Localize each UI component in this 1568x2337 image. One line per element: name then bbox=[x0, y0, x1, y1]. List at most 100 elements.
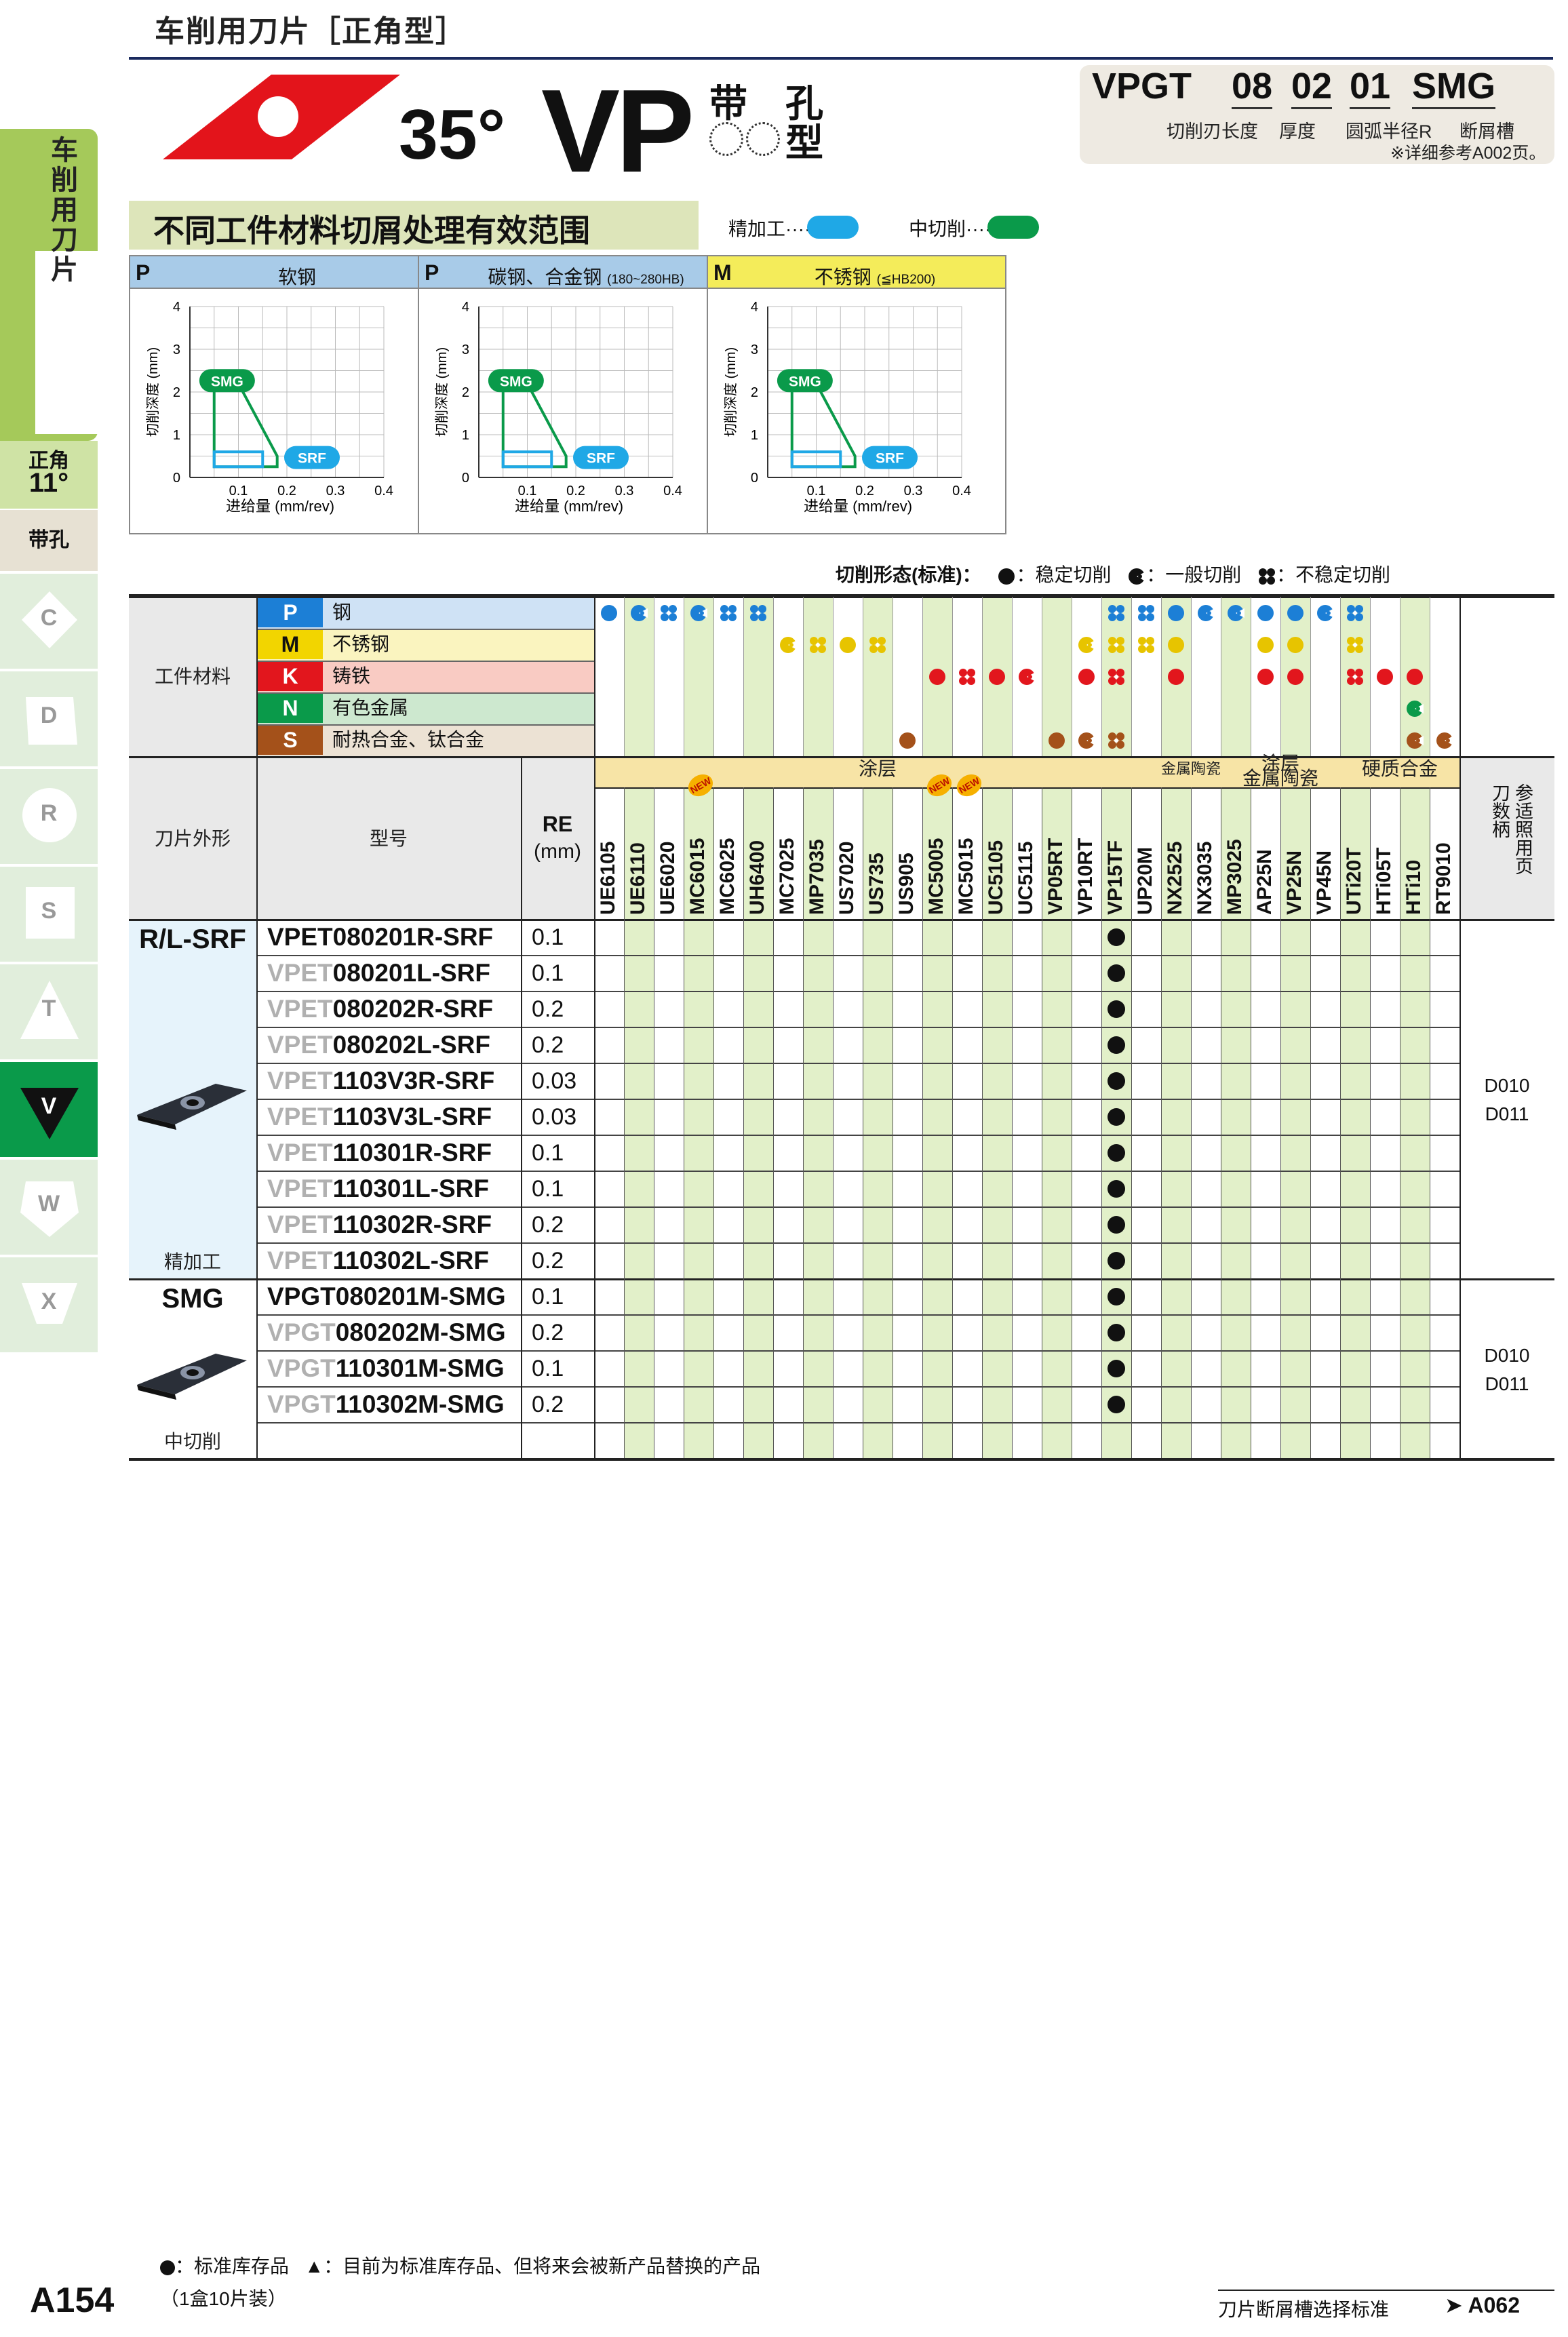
chart-x-tick-label: 0.1 bbox=[518, 484, 537, 498]
grade-suitability-k-hti05t bbox=[1375, 667, 1394, 686]
model-number[interactable]: VPET110301L-SRF bbox=[267, 1175, 489, 1203]
material-letter-s: S bbox=[258, 725, 323, 755]
grade-suitability-m-vp25n bbox=[1286, 635, 1305, 654]
grade-label-ue6105: UE6105 bbox=[597, 841, 619, 915]
reference-page-link[interactable]: D010 bbox=[1484, 1075, 1530, 1096]
grade-label-mc6025: MC6025 bbox=[716, 838, 739, 915]
grade-suitability-p-uti20t bbox=[1346, 604, 1365, 623]
chart-title-main: 软钢 bbox=[277, 267, 316, 288]
chart-title-main: 不锈钢 bbox=[814, 267, 871, 288]
model-number[interactable]: VPGT080201M-SMG bbox=[267, 1282, 506, 1311]
model-prefix: VPET bbox=[267, 1175, 333, 1202]
model-prefix: VPET bbox=[267, 1139, 333, 1166]
table-rule bbox=[1370, 597, 1371, 756]
sidebar-tab-t[interactable]: T bbox=[0, 964, 98, 1062]
sidebar-tab-label: T bbox=[41, 996, 56, 1021]
table-rule bbox=[952, 787, 953, 1458]
grade-suitability-p-vp15tf bbox=[1107, 604, 1126, 623]
table-rule bbox=[1340, 597, 1341, 756]
stock-dot-icon bbox=[1108, 928, 1125, 946]
sidebar-tab-c[interactable]: C bbox=[0, 574, 98, 671]
hero-kanji-with: 带 bbox=[709, 82, 747, 125]
footer-ref-link[interactable]: ➤ A062 bbox=[1445, 2292, 1520, 2318]
unstable-cut-icon bbox=[750, 605, 766, 621]
model-number[interactable]: VPET1103V3L-SRF bbox=[267, 1103, 492, 1131]
chart-x-tick-label: 0.2 bbox=[277, 484, 296, 498]
hero-dotted-circle-icon bbox=[746, 122, 780, 156]
insert-shape-c-icon bbox=[22, 591, 77, 648]
reference-page-link[interactable]: D010 bbox=[1484, 1344, 1530, 1366]
chart-series-label-srf: SRF bbox=[876, 451, 904, 467]
sidebar-tab-r[interactable]: R bbox=[0, 769, 98, 867]
model-number[interactable]: VPGT110301M-SMG bbox=[267, 1354, 505, 1383]
model-number[interactable]: VPET110301R-SRF bbox=[267, 1139, 492, 1167]
grade-label-nx3035: NX3035 bbox=[1194, 841, 1216, 915]
model-number[interactable]: VPET1103V3R-SRF bbox=[267, 1067, 494, 1095]
chart-x-axis-label: 进给量 (mm/rev) bbox=[226, 498, 334, 515]
unstable-cut-icon bbox=[1138, 605, 1154, 621]
sidebar-tab-s[interactable]: S bbox=[0, 867, 98, 964]
grade-label-us735: US735 bbox=[865, 852, 888, 915]
stable-cut-dot-icon bbox=[1287, 637, 1304, 653]
footer-legend: ：标准库存品 ▲：目前为标准库存品、但将来会被新产品替换的产品 bbox=[160, 2252, 760, 2279]
grade-suitability-m-ap25n bbox=[1256, 635, 1275, 654]
table-rule bbox=[256, 1422, 1459, 1423]
sidebar-tab-label: V bbox=[41, 1093, 57, 1119]
sidebar-tab-v[interactable]: V bbox=[0, 1062, 98, 1160]
chart-y-tick-label: 2 bbox=[751, 385, 758, 400]
chart-y-axis-label: 切削深度 (mm) bbox=[145, 347, 161, 437]
table-rule bbox=[129, 1278, 1554, 1280]
general-cut-icon bbox=[1228, 605, 1244, 621]
sidebar-tab-label: X bbox=[41, 1289, 57, 1314]
unstable-cut-icon bbox=[1257, 567, 1276, 586]
re-value: 0.1 bbox=[532, 924, 564, 950]
table-rule bbox=[1280, 597, 1281, 756]
section-sublabel: 精加工 bbox=[163, 1251, 221, 1272]
sidebar-tab-x[interactable]: X bbox=[0, 1257, 98, 1355]
grade-group-bg bbox=[1340, 756, 1459, 787]
re-value: 0.1 bbox=[532, 1356, 564, 1381]
table-rule bbox=[594, 787, 1459, 789]
general-cut-icon bbox=[1407, 701, 1424, 717]
model-number[interactable]: VPET110302L-SRF bbox=[267, 1246, 489, 1275]
grade-suitability-s-hti10 bbox=[1405, 731, 1424, 750]
model-number[interactable]: VPET080202R-SRF bbox=[267, 995, 493, 1023]
grade-suitability-p-vp45n bbox=[1316, 604, 1335, 623]
legend-finish-swatch bbox=[807, 216, 859, 239]
model-number[interactable]: VPGT080202M-SMG bbox=[267, 1318, 506, 1347]
sidebar-tab-d[interactable]: D bbox=[0, 671, 98, 769]
chart-y-tick-label: 1 bbox=[462, 428, 469, 443]
model-number[interactable]: VPET080202L-SRF bbox=[267, 1031, 490, 1059]
table-rule bbox=[833, 597, 834, 756]
chart-series-pill-smg bbox=[777, 369, 833, 393]
chart-material-title: 碳钢、合金钢 (180~280HB) bbox=[460, 262, 712, 290]
grade-group-0: 涂层 bbox=[858, 758, 897, 779]
model-number[interactable]: VPGT110302M-SMG bbox=[267, 1390, 505, 1419]
stable-cut-dot-icon bbox=[1377, 669, 1393, 685]
footer-ref-text[interactable]: 刀片断屑槽选择标准 bbox=[1218, 2299, 1390, 2320]
general-cut-icon bbox=[1198, 605, 1215, 621]
table-rule bbox=[922, 787, 923, 1458]
insert-shape-x-icon bbox=[22, 1283, 77, 1324]
model-number[interactable]: VPET110302R-SRF bbox=[267, 1211, 492, 1239]
table-rule bbox=[922, 597, 923, 756]
unstable-cut-label: ：不稳定切削 bbox=[1276, 564, 1391, 585]
re-header: RE bbox=[542, 812, 573, 836]
reference-page-link[interactable]: D011 bbox=[1485, 1103, 1529, 1124]
model-number[interactable]: VPET080201L-SRF bbox=[267, 959, 490, 987]
sidebar-tab-w[interactable]: W bbox=[0, 1160, 98, 1257]
grade-label-hti10: HTi10 bbox=[1403, 859, 1425, 915]
section-title-box bbox=[129, 201, 699, 250]
grade-label-ue6110: UE6110 bbox=[627, 842, 649, 915]
unstable-cut-icon bbox=[1347, 637, 1363, 653]
model-number[interactable]: VPET080201R-SRF bbox=[267, 923, 493, 951]
reference-page-link[interactable]: D011 bbox=[1485, 1373, 1529, 1394]
grade-suitability-s-vp05rt bbox=[1047, 731, 1066, 750]
chart-x-tick-label: 0.2 bbox=[566, 484, 585, 498]
chart-material-letter: M bbox=[713, 260, 732, 285]
chart-series-pill-srf bbox=[573, 446, 629, 469]
table-rule bbox=[256, 629, 594, 630]
table-rule bbox=[1370, 787, 1371, 1458]
